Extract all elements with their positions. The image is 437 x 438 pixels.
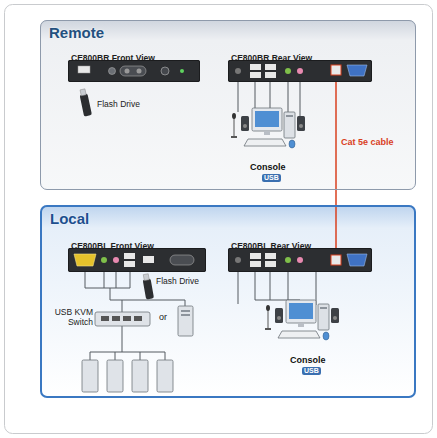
device-box: CE800BR Rear View [228, 60, 372, 82]
connector-layer [336, 82, 337, 248]
usb-kvm-switch-icon [95, 312, 150, 326]
remote-rear-unit [228, 60, 372, 82]
device-box: CE800BL Rear View [228, 248, 372, 272]
group-panel: CE800BR Front ViewCE800BR Rear ViewRemot… [40, 20, 416, 190]
part-label: USB KVM Switch [43, 308, 93, 328]
part-label: Console [290, 355, 326, 365]
local-front-unit [68, 248, 206, 272]
remote-panel-ground [40, 20, 416, 190]
view-heading: CE800BR Rear View [229, 54, 312, 64]
flash-drive-icon [79, 89, 92, 117]
computer-tower-icon [178, 306, 193, 336]
port-label: USB [262, 174, 281, 182]
port-label: USB [302, 367, 321, 375]
panel-heading: Remote [41, 21, 112, 41]
outer-frame [5, 5, 433, 434]
part-label: Console [250, 162, 286, 172]
cable-connector [335, 82, 337, 248]
view-heading: CE800BL Front View [69, 242, 154, 252]
remote-front-unit [68, 60, 200, 82]
cable-label: Cat 5e cable [341, 137, 394, 147]
part-label: Flash Drive [156, 277, 199, 287]
local-console-icon [265, 300, 339, 340]
local-panel-ground [40, 205, 416, 398]
flash-drive-icon [142, 274, 154, 300]
device-box: CE800BL Front View [68, 248, 206, 272]
panel-heading: Local [42, 207, 97, 227]
server-tower-icons [82, 360, 173, 392]
view-heading: CE800BL Rear View [229, 242, 311, 252]
remote-console-icon [231, 108, 305, 148]
group-panel: CE800BL Front ViewCE800BL Rear ViewLocal [40, 205, 416, 398]
note-label: or [159, 312, 167, 322]
local-rear-unit [228, 248, 372, 272]
view-heading: CE800BR Front View [69, 54, 155, 64]
device-box: CE800BR Front View [68, 60, 200, 82]
part-label: Flash Drive [97, 100, 140, 110]
